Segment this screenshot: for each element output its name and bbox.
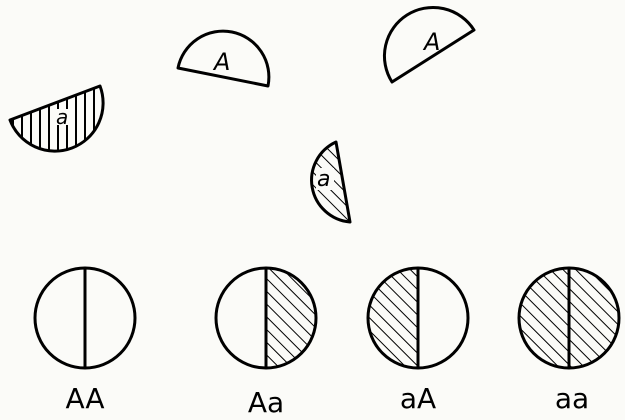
semicircle-A-2: A xyxy=(384,7,474,82)
semicircle-a-2: a xyxy=(312,142,350,222)
circle-aA: aA xyxy=(368,268,468,415)
semicircle-a-1: a xyxy=(10,86,103,151)
genotype-label: AA xyxy=(65,382,104,415)
semicircle-letter: A xyxy=(422,28,440,56)
semicircle-letter: A xyxy=(212,48,230,76)
circle-Aa: Aa xyxy=(216,268,316,416)
semicircle-letter: a xyxy=(317,167,330,192)
genotype-label: aA xyxy=(400,382,436,415)
semicircle-A-1: A xyxy=(178,31,269,86)
circle-aa: aa xyxy=(519,268,619,415)
circle-AA: AA xyxy=(35,268,135,415)
genotype-label: Aa xyxy=(248,386,284,416)
semicircle-letter: a xyxy=(56,105,68,129)
genotype-label: aa xyxy=(555,382,589,415)
